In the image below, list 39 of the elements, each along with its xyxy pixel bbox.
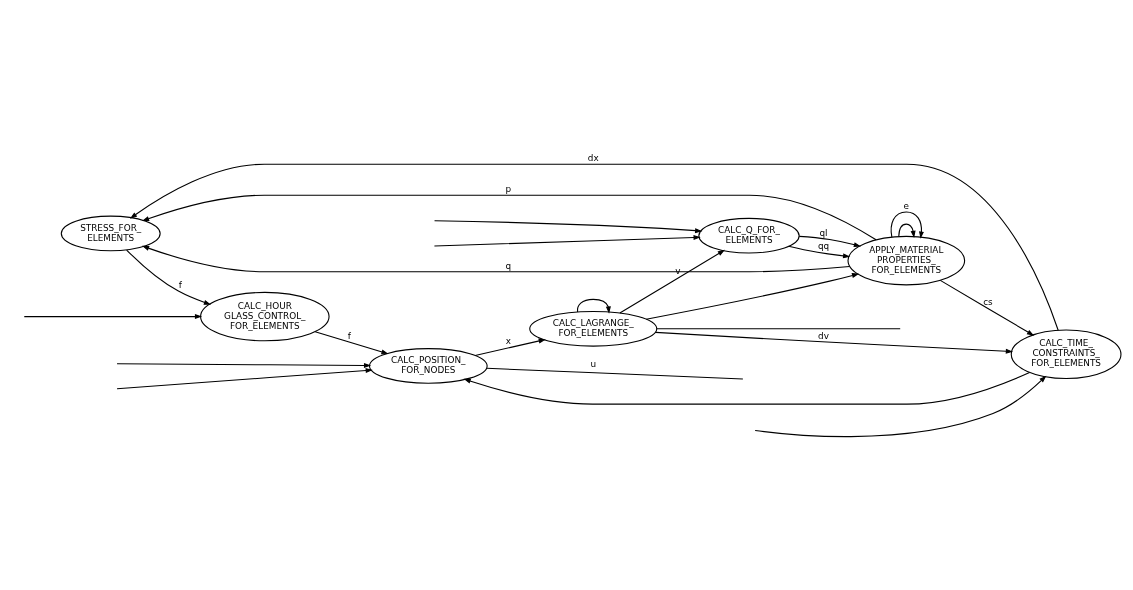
arrow [645,272,860,320]
connector [486,367,744,380]
arrow [474,338,546,356]
arrow [23,313,203,319]
arrow [314,330,389,354]
arrow [141,245,851,272]
edge-label: q [505,260,512,271]
arrow [576,298,611,314]
arrow [754,375,1047,437]
arrow [890,210,924,239]
edge-label: p [505,183,512,194]
edge-label: dv [818,330,829,341]
edge-label: ql [819,227,828,238]
arrow [433,234,701,247]
arrow [116,362,373,373]
connector [656,327,901,329]
edge-label: f [347,330,351,341]
node-ellipse: CALC_LAGRANGE_ FOR_ELEMENTS [529,310,658,347]
arrow [798,235,862,247]
arrow [788,245,851,258]
edge-label: e [903,200,910,211]
edge-label: u [590,358,597,369]
edge-label: cs [983,296,993,307]
edge-label: dx [587,152,599,163]
arrow [129,163,1059,331]
arrow [126,248,212,305]
edge-label: x [505,335,512,346]
edge-label: v [675,265,681,276]
arrow [898,223,916,238]
arrow [116,362,373,389]
arrow [141,194,877,240]
arrow [434,219,703,233]
edge-label: qq [817,240,830,251]
edge-label: f [178,279,182,290]
arrow [939,279,1035,336]
arrow [619,249,725,314]
node-ellipse: APPLY_MATERIAL PROPERTIES_ FOR_ELEMENTS [847,235,966,285]
arrow [654,331,1013,354]
arrow [463,371,1031,405]
